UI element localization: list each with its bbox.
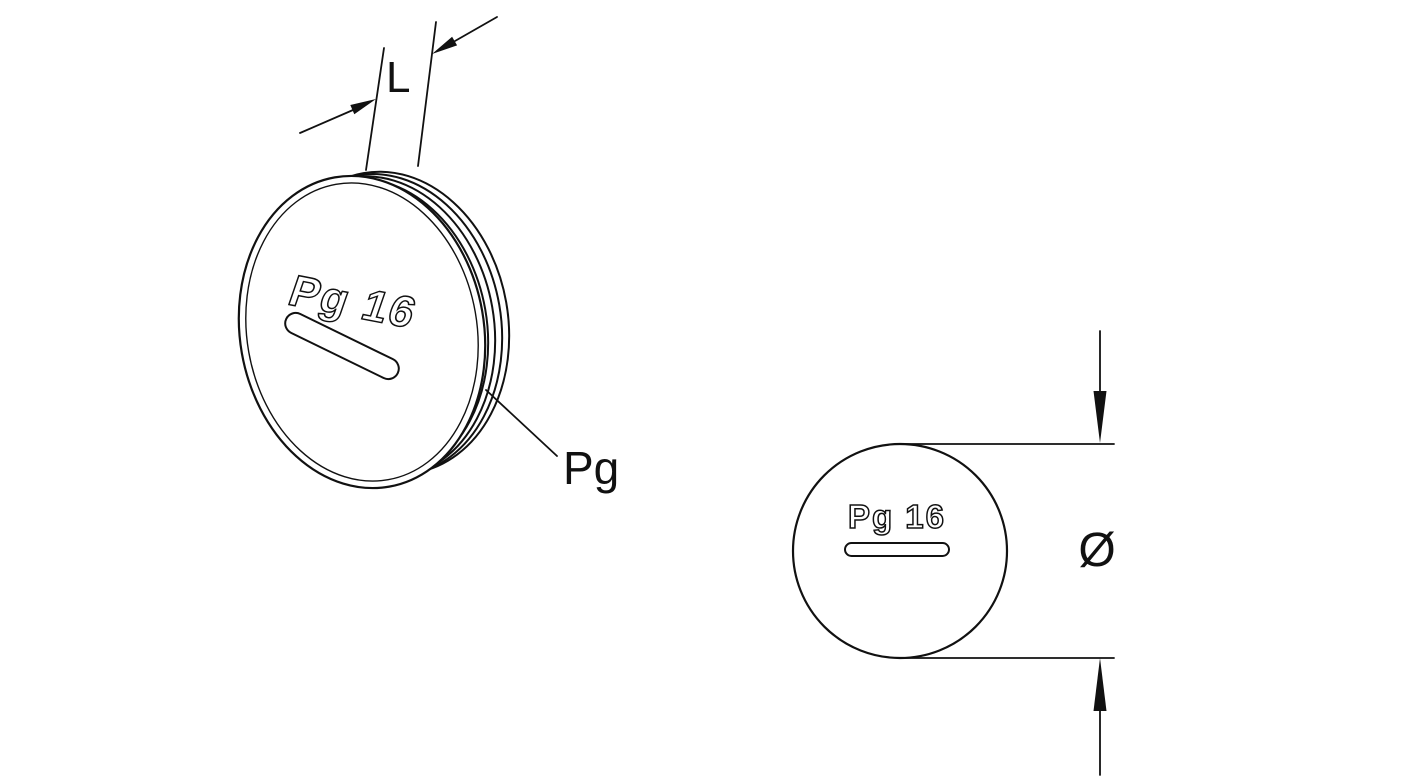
dimension-arrow-left-tail bbox=[299, 109, 354, 134]
front-screwdriver-slot bbox=[844, 542, 950, 557]
dimension-arrowhead-left bbox=[350, 99, 376, 115]
thread-callout-label: Pg bbox=[563, 442, 619, 494]
diameter-dimension: Ø bbox=[899, 330, 1116, 776]
dimension-arrow-right bbox=[432, 16, 498, 54]
diameter-arrowhead-top bbox=[1093, 391, 1107, 443]
extension-line-front bbox=[365, 47, 385, 171]
dimension-arrowhead-right bbox=[432, 36, 458, 54]
diameter-arrow-top bbox=[1093, 330, 1107, 443]
length-dimension-label: L bbox=[386, 53, 410, 102]
diameter-symbol: Ø bbox=[1078, 524, 1115, 577]
thread-leader-line bbox=[485, 389, 558, 457]
face-chamfer-edge bbox=[245, 182, 479, 482]
front-view: Pg 16 Ø bbox=[791, 330, 1116, 776]
thread-callout: Pg bbox=[485, 389, 619, 494]
plug-face bbox=[237, 174, 487, 490]
extension-line-back bbox=[417, 21, 437, 167]
screwdriver-slot bbox=[284, 311, 400, 381]
dimension-arrow-right-tail bbox=[454, 16, 498, 42]
length-dimension: L bbox=[299, 16, 498, 171]
diameter-arrow-bottom bbox=[1093, 658, 1107, 776]
front-marking-text: Pg 16 bbox=[848, 498, 946, 535]
dimension-arrow-left bbox=[299, 99, 376, 134]
isometric-view: Pg 16 L Pg bbox=[237, 16, 619, 494]
diameter-arrowhead-bottom bbox=[1093, 658, 1107, 711]
